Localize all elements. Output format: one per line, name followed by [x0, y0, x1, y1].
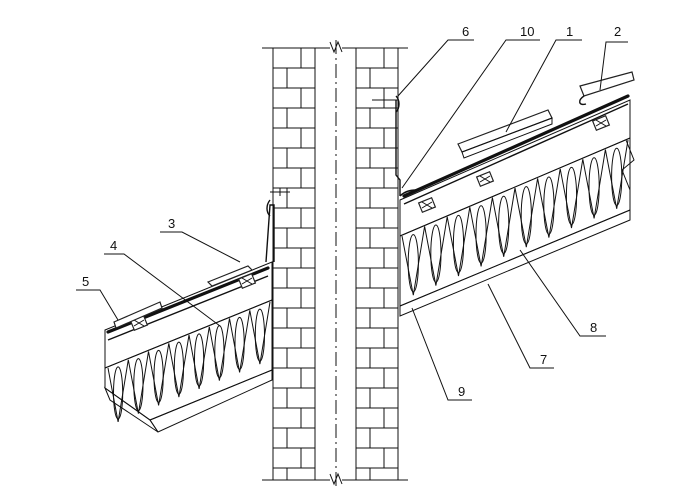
insulation-loop	[520, 186, 532, 245]
leader-lines	[76, 39, 628, 401]
left-roof-section	[103, 188, 290, 433]
flue-centerline	[262, 40, 408, 488]
insulation-loop	[254, 308, 265, 362]
insulation-loop	[498, 195, 510, 254]
insulation-loop	[194, 333, 205, 387]
right-brick-courses	[356, 47, 398, 480]
insulation-loop	[173, 341, 184, 395]
insulation-loop	[234, 316, 245, 370]
insulation-loop	[113, 366, 124, 420]
insulation-loop	[611, 147, 623, 206]
callout-2: 2	[614, 24, 621, 39]
insulation-loop	[214, 325, 225, 379]
insulation-wave	[107, 301, 271, 422]
insulation-loop	[133, 358, 144, 412]
callout-3: 3	[168, 216, 175, 231]
callout-10: 10	[520, 24, 534, 39]
insulation-wave	[401, 139, 629, 296]
callout-8: 8	[590, 320, 597, 335]
insulation-loop	[430, 224, 442, 283]
callout-labels: 6 10 1 2 3 4 5 8 7 9	[82, 24, 621, 399]
callout-9: 9	[458, 384, 465, 399]
callout-5: 5	[82, 274, 89, 289]
chimney-right-wall	[355, 47, 399, 481]
insulation-loop	[543, 176, 555, 235]
callout-1: 1	[566, 24, 573, 39]
insulation-loop	[475, 205, 487, 264]
callout-7: 7	[540, 352, 547, 367]
insulation-loop	[452, 214, 465, 274]
callout-4: 4	[110, 238, 117, 253]
insulation-loop	[407, 234, 419, 293]
left-brick-courses	[273, 47, 315, 480]
right-insulation-rolls	[401, 139, 629, 296]
insulation-loop	[588, 157, 600, 216]
right-roof-section	[372, 71, 635, 317]
chimney-left-wall	[272, 47, 316, 481]
left-insulation-rolls	[107, 301, 271, 422]
callout-6: 6	[462, 24, 469, 39]
insulation-loop	[153, 349, 164, 403]
insulation-loop	[565, 166, 578, 226]
